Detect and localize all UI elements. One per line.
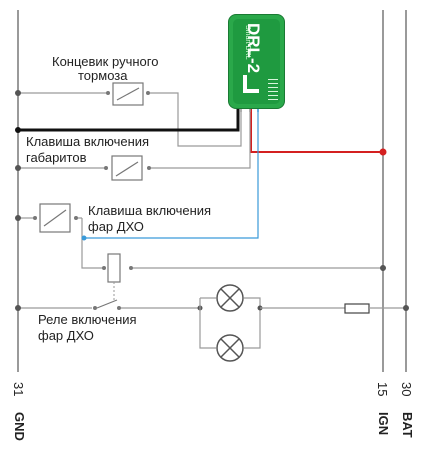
node-gnd-relay [15, 305, 21, 311]
label-drl-key-line2: фар ДХО [88, 219, 144, 234]
wire-blue [84, 108, 259, 239]
node-gnd-black [15, 127, 21, 133]
terminal-ign-number: 15 [375, 382, 390, 397]
wire-red [250, 108, 383, 153]
relay-contact [96, 299, 118, 309]
relay-coil [107, 253, 121, 283]
wire-parking-gray [151, 108, 251, 169]
node-gnd-parking [15, 165, 21, 171]
label-handbrake-line1: Концевик ручного [52, 54, 159, 69]
drl-module: DRL-2 Smart DRL [229, 15, 284, 108]
node-ign-relay [380, 265, 386, 271]
terminal-bat-name: BAT [400, 412, 415, 438]
node-gnd-handbrake [15, 90, 21, 96]
label-handbrake-line2: тормоза [78, 68, 128, 83]
wire-handbrake-gray [150, 92, 242, 147]
node-gnd-drl-key [15, 215, 21, 221]
module-pin-labels [268, 79, 278, 103]
terminal-gnd-number: 31 [11, 382, 26, 397]
node-blue [81, 235, 87, 241]
wire-drl-key-down [81, 218, 104, 269]
module-subtitle: Smart DRL [244, 25, 251, 60]
label-parking-line1: Клавиша включения [26, 134, 150, 149]
wire-black [18, 108, 240, 132]
fuse [344, 303, 370, 314]
terminal-gnd-name: GND [12, 412, 27, 441]
label-relay-line1: Реле включения [38, 312, 137, 327]
parking-lights-switch [111, 155, 143, 181]
node-bat-fuse [403, 305, 409, 311]
terminal-ign-name: IGN [376, 412, 391, 436]
node-ign-red [379, 148, 387, 156]
module-logo [243, 75, 247, 93]
label-drl-key-line1: Клавиша включения [88, 203, 212, 218]
label-parking-line2: габаритов [26, 150, 87, 165]
terminal-bat-number: 30 [399, 382, 414, 397]
label-relay-line2: фар ДХО [38, 328, 94, 343]
